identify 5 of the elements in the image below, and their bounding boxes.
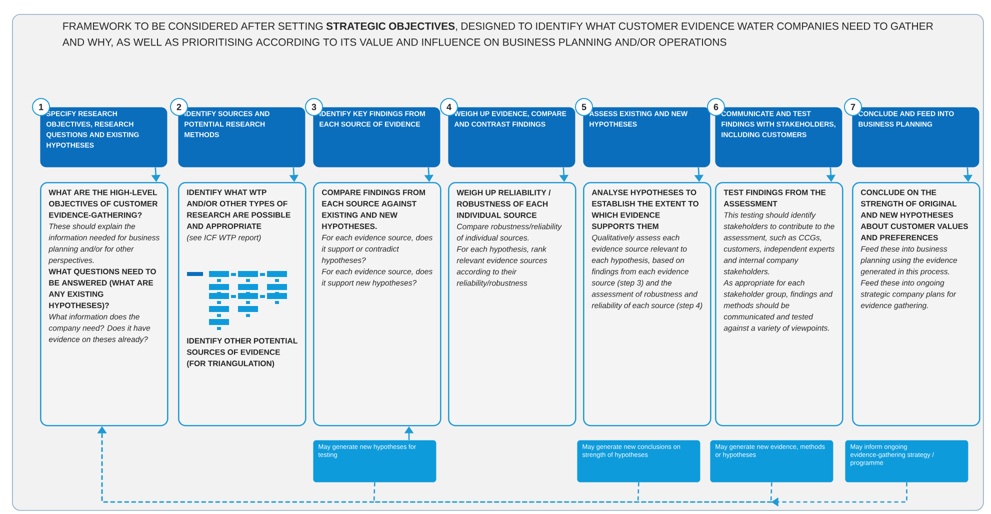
connector-line [374, 501, 638, 503]
connector-line [373, 482, 376, 502]
connector-line [637, 482, 640, 502]
connector-line [770, 482, 772, 502]
connector-line [638, 501, 771, 503]
